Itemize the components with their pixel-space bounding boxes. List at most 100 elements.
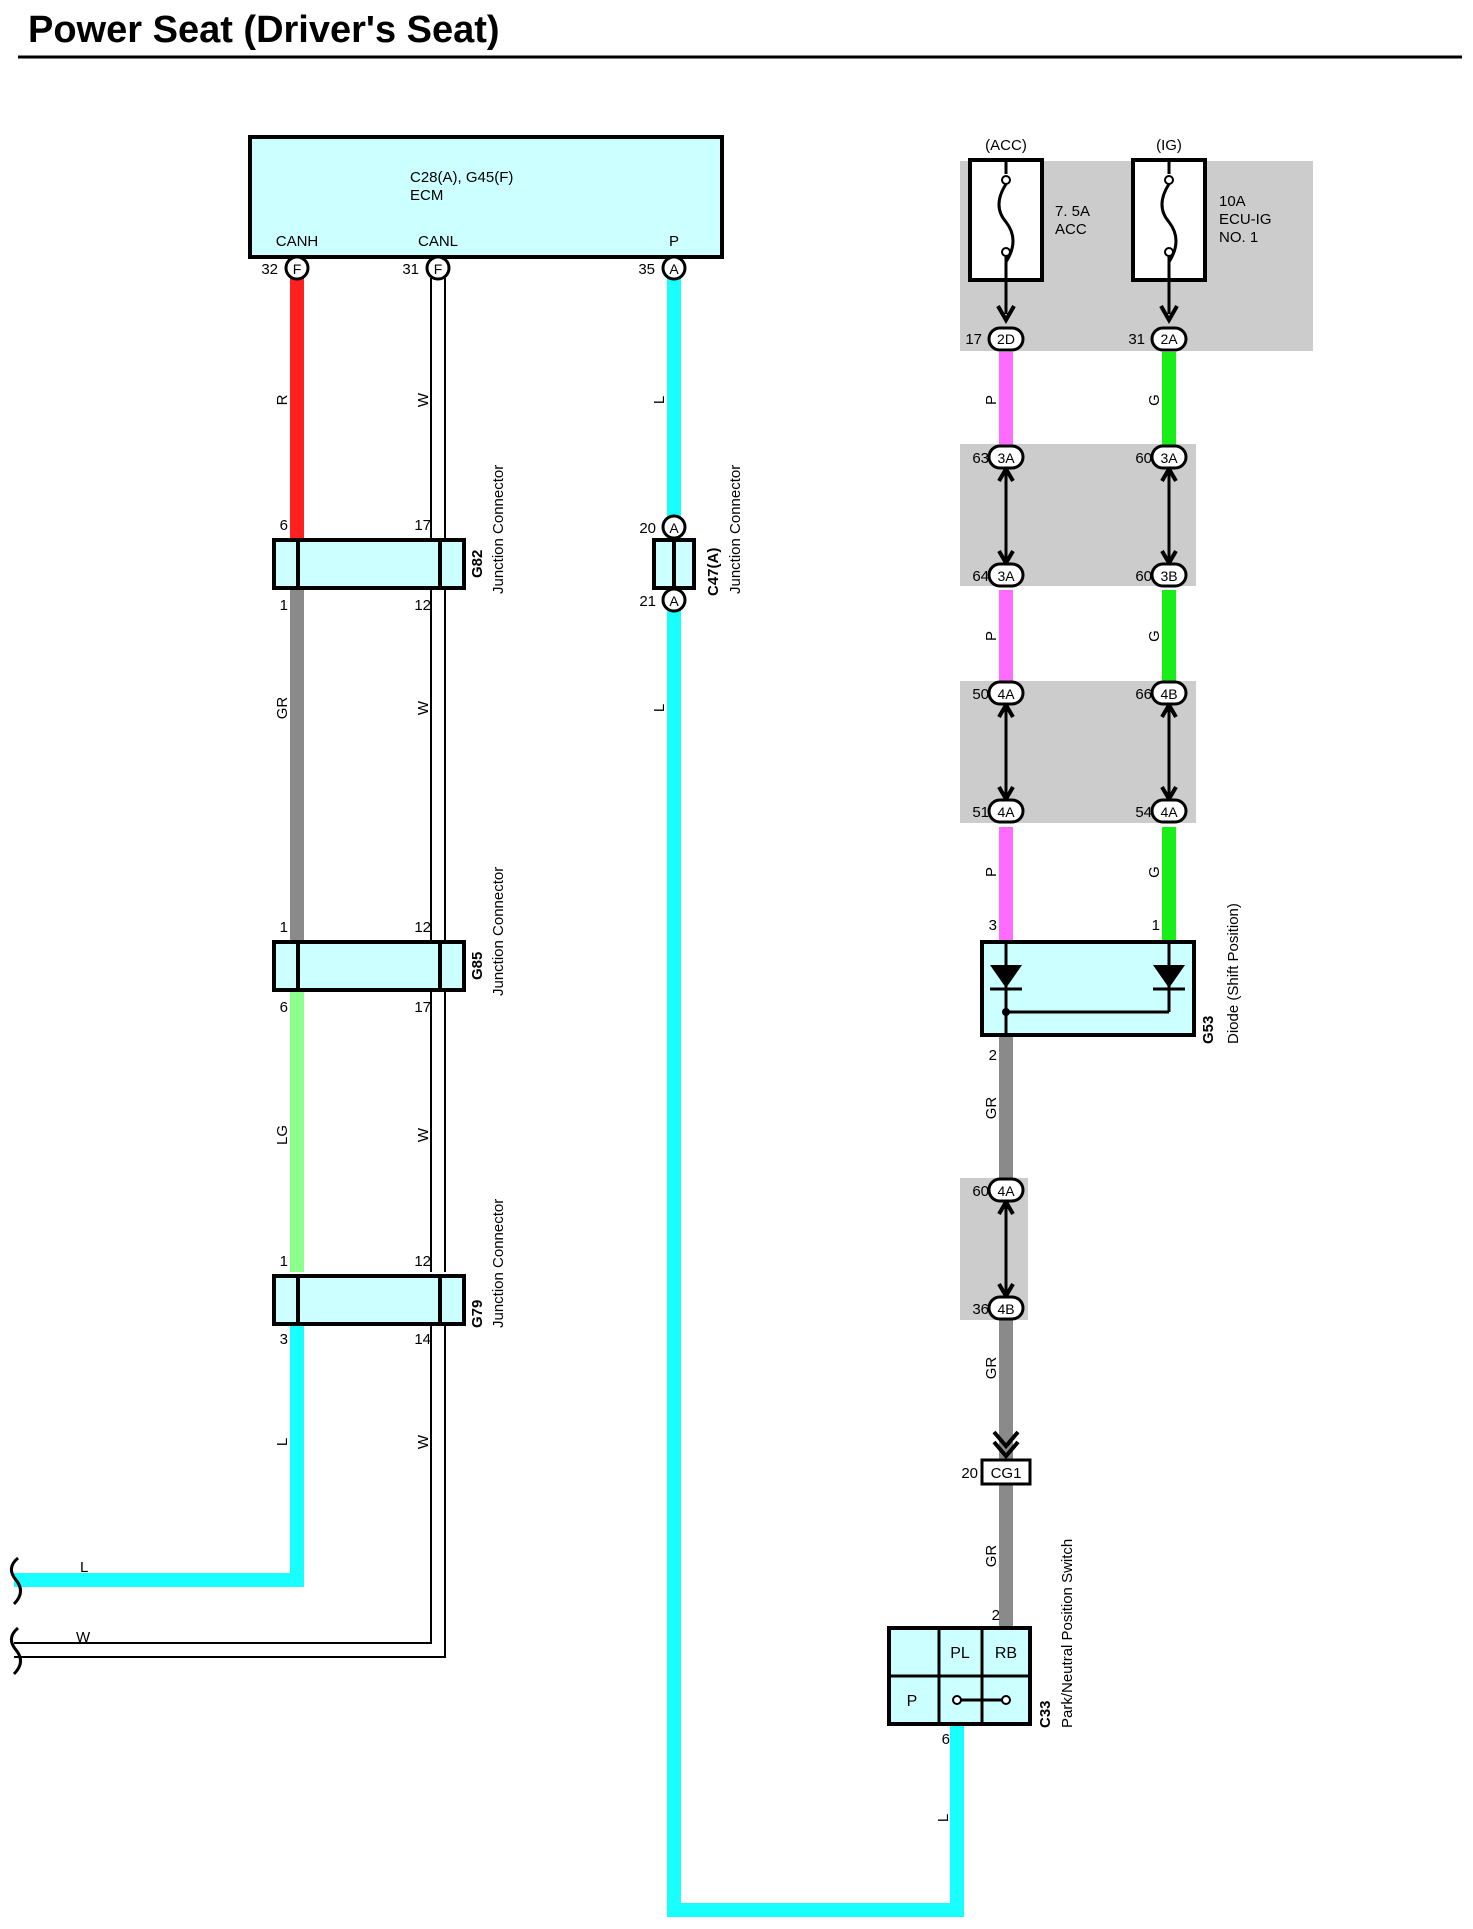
svg-text:RB: RB — [995, 1645, 1017, 1662]
wire-label-p-1: L — [651, 396, 668, 404]
svg-text:17: 17 — [965, 331, 982, 348]
svg-text:4A: 4A — [997, 804, 1015, 820]
wire-p-l-2 — [667, 598, 964, 1917]
svg-text:Junction Connector: Junction Connector — [490, 1199, 507, 1328]
svg-text:3A: 3A — [997, 450, 1015, 466]
svg-text:63: 63 — [972, 450, 989, 467]
svg-text:20: 20 — [961, 1465, 978, 1482]
svg-text:Junction Connector: Junction Connector — [490, 867, 507, 996]
svg-text:4A: 4A — [1160, 804, 1178, 820]
svg-text:3B: 3B — [1160, 568, 1177, 584]
svg-text:F: F — [434, 261, 443, 277]
svg-text:(ACC): (ACC) — [985, 137, 1027, 154]
svg-text:6: 6 — [280, 999, 288, 1016]
svg-text:50: 50 — [972, 686, 989, 703]
junction-g79: 1 12 3 14 G79 Junction Connector — [272, 1199, 507, 1348]
wire-label-canl-3: W — [415, 1127, 432, 1142]
svg-text:A: A — [669, 520, 679, 536]
svg-text:66: 66 — [1135, 686, 1152, 703]
svg-text:Junction Connector: Junction Connector — [727, 465, 744, 594]
wire-label-canh-1: R — [274, 394, 291, 405]
page-title: Power Seat (Driver's Seat) — [28, 9, 500, 51]
joint-pin-c1: 60 4A — [972, 1177, 1025, 1203]
wire-label-gr-2: GR — [983, 1357, 1000, 1380]
svg-text:36: 36 — [972, 1301, 989, 1318]
ecm-pin-canl: 31 F — [402, 255, 451, 281]
ecm-pin-canh: 32 F — [261, 255, 310, 281]
svg-text:Diode (Shift Position): Diode (Shift Position) — [1225, 903, 1242, 1044]
svg-text:G53: G53 — [1200, 1016, 1217, 1044]
svg-text:G79: G79 — [469, 1300, 486, 1328]
svg-text:60: 60 — [1135, 568, 1152, 585]
wire-label-canl-2: W — [415, 700, 432, 715]
connector-cg1: 20 CG1 — [961, 1430, 1032, 1486]
ecm-box — [248, 135, 724, 259]
svg-text:10A: 10A — [1219, 193, 1246, 210]
diode-g53: 3 1 2 G53 Diode (Shift Position) — [980, 903, 1242, 1064]
ecm-pin-p: 35 A — [638, 255, 687, 281]
wire-label-ig-2: G — [1146, 630, 1163, 642]
svg-text:ECU-IG: ECU-IG — [1219, 211, 1272, 228]
svg-text:C47(A): C47(A) — [705, 548, 722, 596]
wire-label-canh-2: GR — [274, 697, 291, 720]
svg-text:2: 2 — [992, 1607, 1000, 1624]
svg-text:60: 60 — [1135, 450, 1152, 467]
svg-text:ACC: ACC — [1055, 221, 1087, 238]
svg-text:60: 60 — [972, 1183, 989, 1200]
joint-pin-b3: 66 4B — [1135, 680, 1188, 706]
wire-label-acc-3: P — [983, 867, 1000, 877]
svg-text:1: 1 — [280, 597, 288, 614]
svg-text:Junction Connector: Junction Connector — [490, 465, 507, 594]
svg-text:4A: 4A — [997, 686, 1015, 702]
joint-pin-c2: 36 4B — [972, 1295, 1025, 1321]
svg-text:4B: 4B — [1160, 686, 1177, 702]
svg-text:4A: 4A — [997, 1183, 1015, 1199]
svg-text:A: A — [669, 593, 679, 609]
svg-text:20: 20 — [639, 520, 656, 537]
svg-text:P: P — [907, 1693, 918, 1710]
wire-label-gr-1: GR — [983, 1097, 1000, 1120]
svg-text:2A: 2A — [1160, 331, 1178, 347]
switch-c33: 2 PL RB P 6 C33 Park/Neutral Position Sw… — [887, 1539, 1076, 1748]
svg-text:35: 35 — [638, 261, 655, 278]
svg-text:12: 12 — [414, 597, 431, 614]
svg-text:3A: 3A — [997, 568, 1015, 584]
ecm-name: ECM — [410, 187, 443, 204]
svg-text:2: 2 — [989, 1047, 997, 1064]
junction-g82: 6 17 1 12 G82 Junction Connector — [272, 465, 507, 614]
wire-label-ig-3: G — [1146, 866, 1163, 878]
svg-text:PL: PL — [950, 1645, 970, 1662]
svg-text:2D: 2D — [997, 331, 1015, 347]
wire-label-p-2: L — [651, 704, 668, 712]
ecm-connectors: C28(A), G45(F) — [410, 169, 513, 186]
svg-text:NO. 1: NO. 1 — [1219, 229, 1258, 246]
svg-text:64: 64 — [972, 568, 989, 585]
svg-text:A: A — [669, 261, 679, 277]
wire-label-switch-out: L — [935, 1814, 952, 1822]
svg-text:1: 1 — [1152, 917, 1160, 934]
joint-pin-a3: 50 4A — [972, 680, 1025, 706]
joint-pin-a1: 63 3A — [972, 444, 1025, 470]
svg-text:31: 31 — [402, 261, 419, 278]
svg-text:3: 3 — [989, 917, 997, 934]
junction-g85: 1 12 6 17 G85 Junction Connector — [272, 867, 507, 1016]
svg-text:(IG): (IG) — [1156, 137, 1182, 154]
joint-pin-b4: 54 4A — [1135, 798, 1188, 824]
wire-label-canh-3: LG — [274, 1125, 291, 1145]
wire-label-gr-3: GR — [983, 1545, 1000, 1568]
wire-label-left-w: W — [76, 1629, 91, 1646]
wire-label-canh-4: L — [274, 1438, 291, 1446]
wire-canl-w — [14, 278, 446, 1658]
wire-label-canl-1: W — [415, 392, 432, 407]
svg-text:6: 6 — [942, 1731, 950, 1748]
svg-text:54: 54 — [1135, 804, 1152, 821]
svg-text:12: 12 — [414, 919, 431, 936]
svg-text:17: 17 — [414, 999, 431, 1016]
svg-text:4B: 4B — [997, 1301, 1014, 1317]
svg-text:CG1: CG1 — [991, 1465, 1022, 1482]
junction-block-bg-3 — [960, 1178, 1028, 1320]
svg-text:32: 32 — [261, 261, 278, 278]
